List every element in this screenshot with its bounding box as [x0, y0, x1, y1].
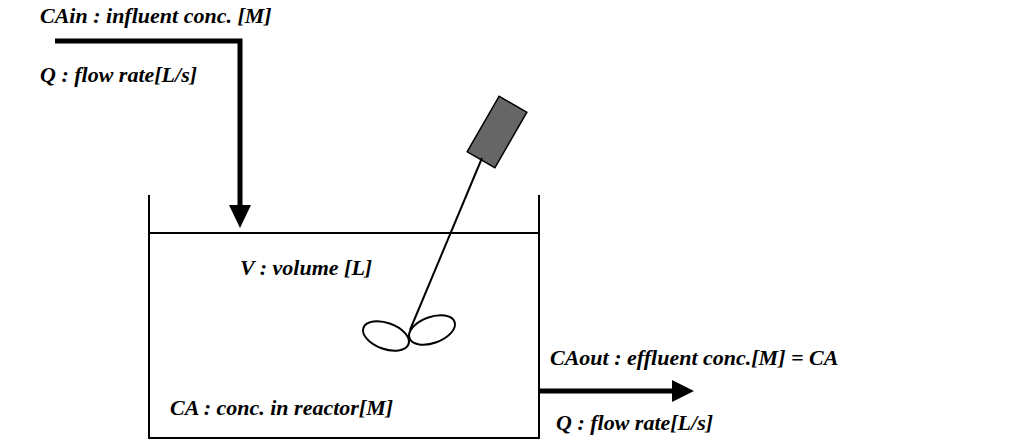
flow-label: CAin : influent conc. [M]: [40, 3, 272, 28]
reactor-tank: V : volume [L] CA : conc. in reactor[M]: [148, 195, 540, 439]
flow-label: CAout : effluent conc.[M] = CA: [550, 345, 838, 370]
liquid-surface: [148, 232, 540, 234]
flow-label: Q : flow rate[L/s]: [556, 410, 713, 435]
tank-label: V : volume [L]: [240, 255, 372, 280]
stirrer: [359, 96, 527, 356]
flow-label: Q : flow rate[L/s]: [40, 62, 197, 87]
tank-label: CA : conc. in reactor[M]: [170, 395, 393, 420]
outflow-arrowhead: [672, 380, 694, 402]
outflow-arrow: [540, 389, 675, 394]
inflow-arrowhead: [229, 205, 251, 228]
